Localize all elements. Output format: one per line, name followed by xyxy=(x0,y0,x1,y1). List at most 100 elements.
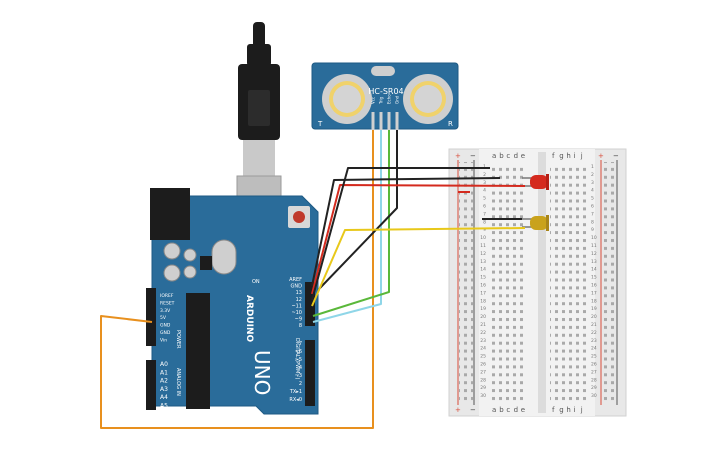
bb-row-label-left-26: 26 xyxy=(480,362,486,368)
sensor-pin-trig xyxy=(379,112,383,130)
bb-row-label-left-10: 10 xyxy=(480,235,486,241)
bb-row-label-right-4: 4 xyxy=(591,188,594,194)
bb-row-label-right-29: 29 xyxy=(591,385,597,391)
bb-col-label-top-c: c xyxy=(506,152,510,160)
bb-col-label-top-e: e xyxy=(521,152,525,160)
wire-vcc-5v xyxy=(100,130,374,429)
wire-pin12-yellow xyxy=(311,227,526,307)
digital-pin-label-bottom-2: ~5 xyxy=(295,357,302,363)
bb-row-label-right-23: 23 xyxy=(591,338,597,344)
digital-pin-label-top-5: ~10 xyxy=(291,310,302,316)
bb-row-label-left-19: 19 xyxy=(480,306,486,312)
bb-row-label-right-3: 3 xyxy=(591,180,594,186)
bb-row-label-left-4: 4 xyxy=(483,188,486,194)
rail-plus-label-right: + xyxy=(598,152,604,160)
bb-col-label-top-g: g xyxy=(559,152,563,160)
bb-col-label-bottom-d: d xyxy=(514,406,518,414)
bb-row-label-right-28: 28 xyxy=(591,377,597,383)
sensor-r-mark: R xyxy=(448,120,453,128)
sensor-pin-label-trig: Trig xyxy=(379,96,384,105)
bb-row-label-left-20: 20 xyxy=(480,314,486,320)
bb-row-label-right-1: 1 xyxy=(591,164,594,170)
digital-pin-label-top-3: 12 xyxy=(296,297,302,303)
bb-row-label-right-9: 9 xyxy=(591,227,594,233)
bb-row-label-right-18: 18 xyxy=(591,298,597,304)
bb-row-label-left-3: 3 xyxy=(483,180,486,186)
bb-row-label-left-5: 5 xyxy=(483,196,486,202)
bb-row-label-left-29: 29 xyxy=(480,385,486,391)
digital-pin-label-bottom-7: RX◂0 xyxy=(289,397,302,403)
bb-row-label-right-2: 2 xyxy=(591,172,594,178)
power-pin-label-3: 5V xyxy=(160,315,167,321)
power-pin-label-4: GND xyxy=(160,323,171,329)
bb-col-label-top-i: i xyxy=(574,152,576,160)
bb-row-label-right-22: 22 xyxy=(591,330,597,336)
bb-col-label-top-a: a xyxy=(492,152,496,160)
wires xyxy=(100,130,526,429)
analog-pin-label-A5: A5 xyxy=(160,403,168,410)
wire-gnd-to-bb xyxy=(311,177,501,287)
bb-row-label-left-2: 2 xyxy=(483,172,486,178)
analog-pin-label-A0: A0 xyxy=(160,361,168,368)
bb-row-label-left-28: 28 xyxy=(480,377,486,383)
bb-col-label-top-h: h xyxy=(566,152,570,160)
bb-row-label-left-11: 11 xyxy=(480,243,486,249)
sensor-pin-label-echo: Echo xyxy=(387,94,392,104)
sensor-pin-label-vcc: Vcc xyxy=(371,97,376,104)
power-pin-label-5: GND xyxy=(160,330,171,336)
rail-minus-label: − xyxy=(470,152,476,160)
bb-col-label-bottom-i: i xyxy=(574,406,576,414)
rail-plus-label: + xyxy=(455,152,461,160)
yellow-led xyxy=(522,215,549,231)
power-pin-label-0: IOREF xyxy=(160,293,174,299)
digital-pin-label-top-7: 8 xyxy=(299,323,302,329)
bb-row-label-left-17: 17 xyxy=(480,290,486,296)
digital-pin-label-top-0: AREF xyxy=(289,277,302,283)
bb-col-label-top-d: d xyxy=(514,152,518,160)
digital-pin-label-bottom-0: 7 xyxy=(299,341,302,347)
bb-row-label-right-14: 14 xyxy=(591,267,597,273)
wire-pin12-black xyxy=(311,167,490,301)
bb-row-label-right-16: 16 xyxy=(591,283,597,289)
digital-pin-label-bottom-4: ~3 xyxy=(295,373,302,379)
bb-row-label-left-6: 6 xyxy=(483,204,486,210)
rail-minus-label-bottom: − xyxy=(470,406,476,414)
sensor-model: HC-SR04 xyxy=(368,87,403,96)
digital-pin-label-top-2: 13 xyxy=(296,290,302,296)
bb-col-label-bottom-e: e xyxy=(521,406,525,414)
bb-col-label-bottom-j: j xyxy=(580,406,583,414)
bb-row-label-right-25: 25 xyxy=(591,354,597,360)
bb-row-label-right-10: 10 xyxy=(591,235,597,241)
analog-pin-label-A2: A2 xyxy=(160,378,168,385)
bb-row-label-left-14: 14 xyxy=(480,267,486,273)
bb-row-label-left-9: 9 xyxy=(483,227,486,233)
digital-pin-label-top-1: GND xyxy=(291,284,303,290)
analog-pin-label-A3: A3 xyxy=(160,386,168,393)
bb-row-label-left-27: 27 xyxy=(480,369,486,375)
power-pin-label-1: RESET xyxy=(160,300,175,306)
bb-row-label-left-24: 24 xyxy=(480,346,486,352)
bb-row-label-right-6: 6 xyxy=(591,204,594,210)
arduino-brand: ARDUINO xyxy=(244,295,254,343)
bb-col-label-top-f: f xyxy=(552,152,555,160)
bb-row-label-right-24: 24 xyxy=(591,346,597,352)
bb-col-label-bottom-a: a xyxy=(492,406,496,414)
digital-pin-label-bottom-6: TX▸1 xyxy=(289,389,302,395)
bb-row-label-right-12: 12 xyxy=(591,251,597,257)
bb-row-label-left-12: 12 xyxy=(480,251,486,257)
digital-pin-label-top-4: ~11 xyxy=(291,303,302,309)
digital-pin-label-bottom-1: ~6 xyxy=(295,349,302,355)
wire-gnd xyxy=(319,130,398,289)
bb-row-label-left-22: 22 xyxy=(480,330,486,336)
bb-row-label-left-23: 23 xyxy=(480,338,486,344)
sensor-pin-gnd xyxy=(395,112,399,130)
bb-col-label-bottom-b: b xyxy=(499,406,504,414)
digital-pin-label-top-6: ~9 xyxy=(295,317,302,323)
sensor-pin-echo xyxy=(387,112,391,130)
bb-col-label-bottom-f: f xyxy=(552,406,555,414)
bb-row-label-right-13: 13 xyxy=(591,259,597,265)
analog-pin-label-A1: A1 xyxy=(160,369,168,376)
